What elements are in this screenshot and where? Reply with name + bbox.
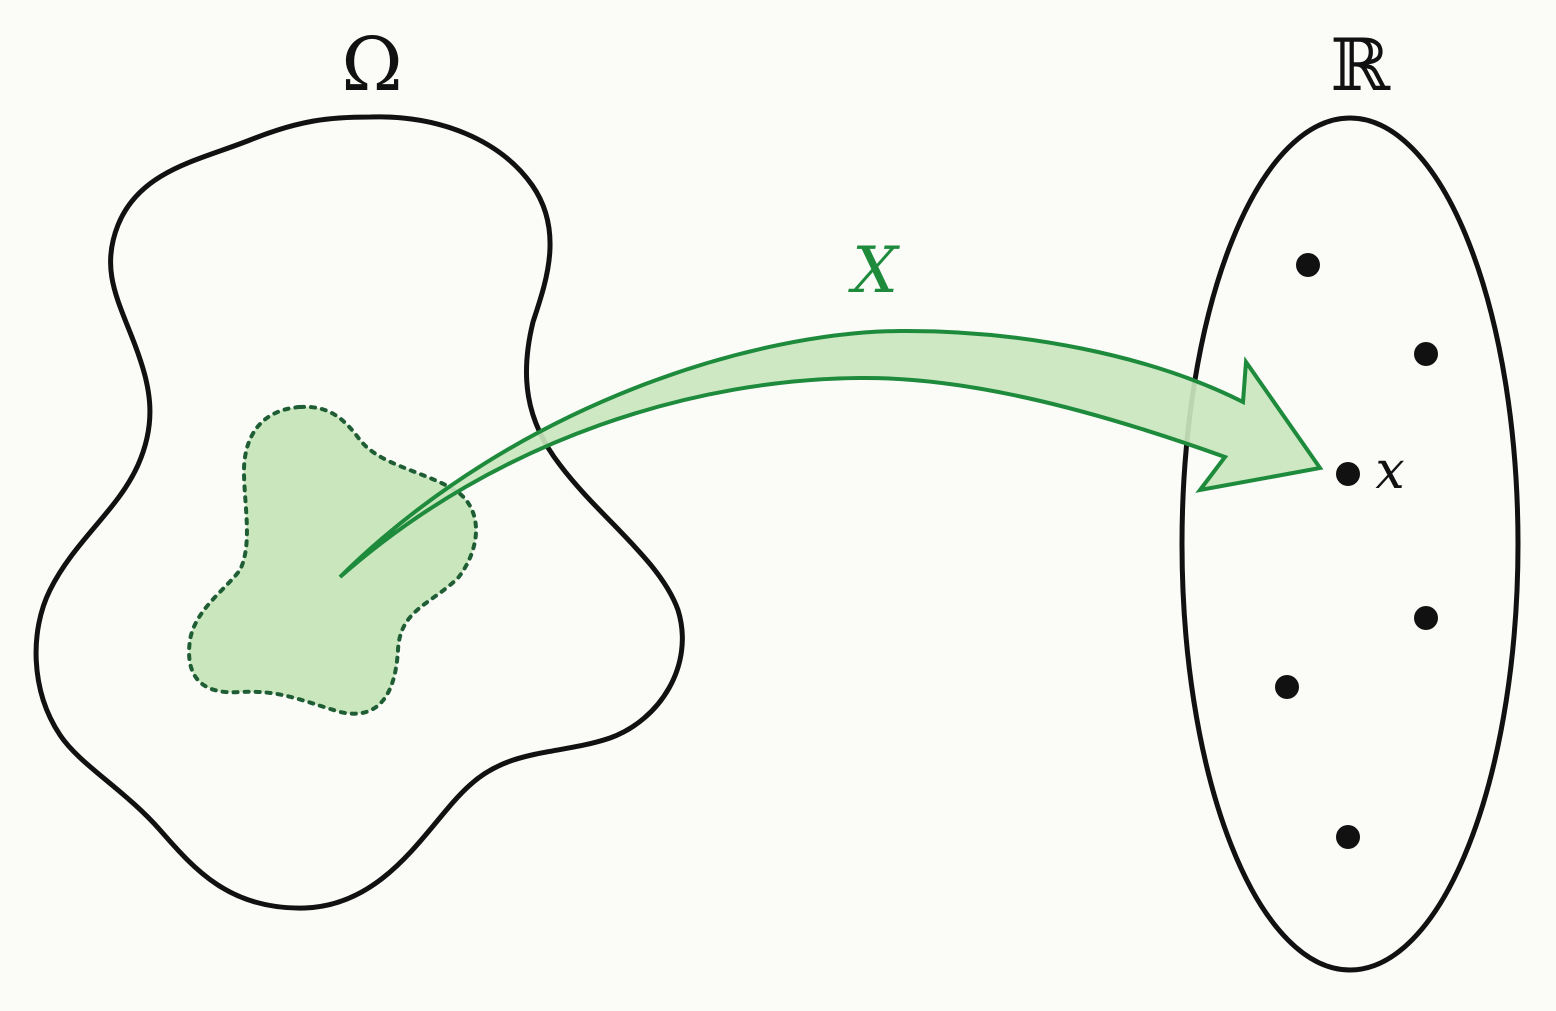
value-label: x	[1375, 441, 1404, 501]
real-point	[1296, 253, 1320, 277]
real-point	[1336, 825, 1360, 849]
event-region	[187, 404, 478, 716]
mapping-arrow	[338, 328, 1324, 579]
real-point	[1414, 342, 1438, 366]
real-point	[1414, 606, 1438, 630]
random-variable-label: X	[847, 234, 900, 308]
real-point	[1275, 675, 1299, 699]
sample-space-label: Ω	[341, 22, 402, 108]
real-point-x	[1336, 462, 1360, 486]
real-line-label: ℝ	[1330, 23, 1391, 107]
sample-space-region	[33, 114, 685, 911]
real-line-set	[1179, 115, 1521, 973]
